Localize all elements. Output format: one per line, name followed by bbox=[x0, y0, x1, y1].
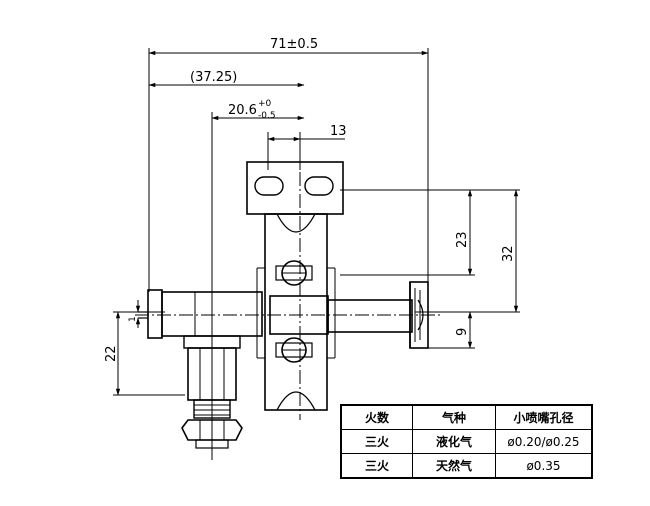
cell-flame-count: 三火 bbox=[340, 453, 413, 479]
header-flame-count: 火数 bbox=[340, 404, 413, 430]
dim-height-22: 22 bbox=[104, 345, 119, 362]
dim-overall-length: 71±0.5 bbox=[270, 37, 318, 52]
cell-gas-type: 液化气 bbox=[412, 429, 496, 454]
table-row: 三火 液化气 ø0.20/ø0.25 bbox=[340, 429, 593, 454]
header-gas-type: 气种 bbox=[412, 404, 496, 430]
cell-nozzle-diameter: ø0.20/ø0.25 bbox=[495, 429, 593, 454]
nozzle-spec-table: 火数 气种 小喷嘴孔径 三火 液化气 ø0.20/ø0.25 三火 天然气 ø0… bbox=[340, 404, 593, 479]
dim-offset-tol-lower: -0.5 bbox=[258, 111, 276, 121]
cell-flame-count: 三火 bbox=[340, 429, 413, 454]
header-nozzle-diameter: 小喷嘴孔径 bbox=[495, 404, 593, 430]
cell-nozzle-diameter: ø0.35 bbox=[495, 453, 593, 479]
dim-ref-length: (37.25) bbox=[190, 70, 237, 85]
table-header-row: 火数 气种 小喷嘴孔径 bbox=[340, 404, 593, 430]
table-row: 三火 天然气 ø0.35 bbox=[340, 453, 593, 479]
dim-slot-spacing: 13 bbox=[330, 124, 347, 139]
dim-offset-value: 20.6 bbox=[228, 103, 257, 118]
dim-height-9: 9 bbox=[455, 328, 470, 336]
dim-height-23: 23 bbox=[455, 231, 470, 248]
cell-gas-type: 天然气 bbox=[412, 453, 496, 479]
dim-offset-tol-upper: +0 bbox=[258, 99, 272, 109]
dim-thickness-1: 1 bbox=[128, 316, 138, 322]
dim-height-32: 32 bbox=[501, 245, 516, 262]
